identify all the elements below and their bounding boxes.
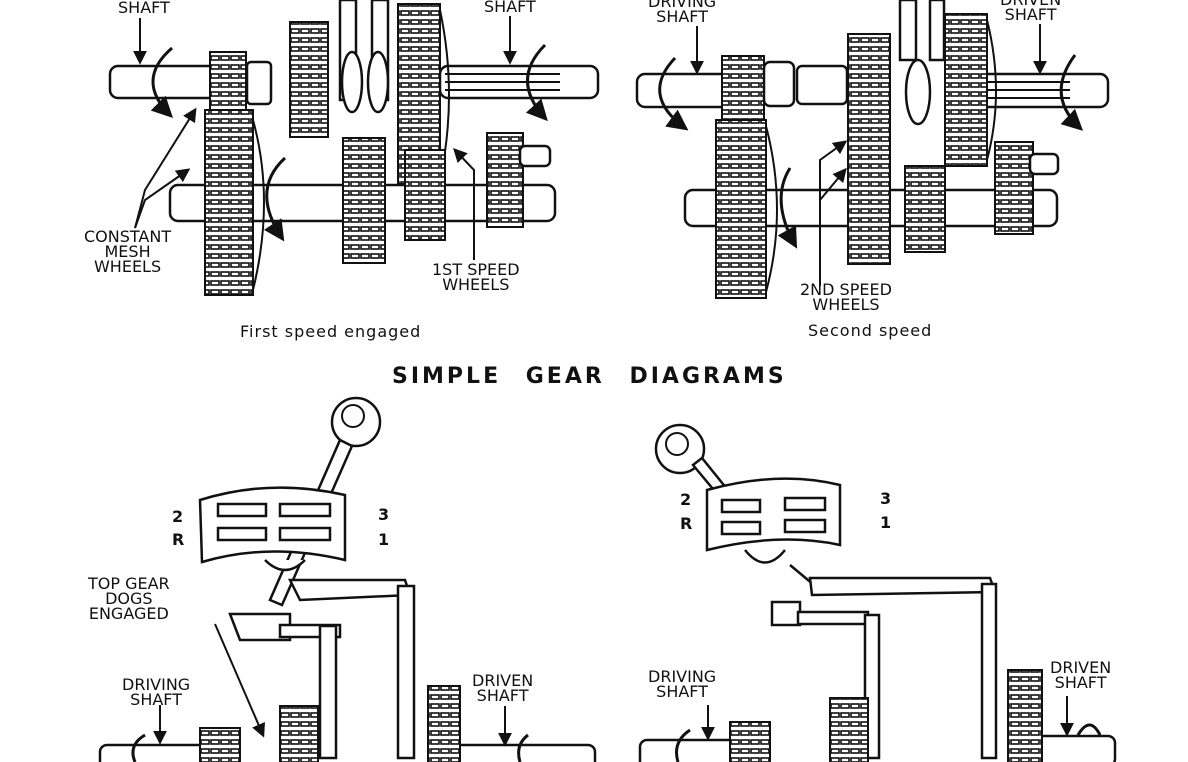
- constant-mesh-gear: [199, 727, 241, 762]
- driving-shaft: [98, 743, 212, 762]
- gate-label-1: 1: [378, 530, 390, 549]
- selector-rod-2: [980, 582, 998, 760]
- reverse-diagram: [638, 423, 1117, 762]
- driven-shaft-label: DRIVEN SHAFT: [472, 671, 534, 705]
- constant-mesh-gear-bottom: [715, 119, 767, 299]
- driven-shaft-label: SHAFT: [484, 0, 536, 16]
- driving-shaft-label: DRIVING SHAFT: [122, 675, 191, 709]
- driving-shaft: [638, 738, 742, 762]
- driving-shaft-label: SHAFT: [118, 0, 170, 17]
- second-gear-main: [279, 705, 319, 762]
- second-gear-main: [847, 33, 891, 265]
- reverse-gear: [994, 141, 1034, 235]
- first-speed-caption: First speed engaged: [240, 322, 422, 341]
- second-speed-caption: Second speed: [808, 321, 933, 340]
- gate-label-r: R: [680, 514, 693, 533]
- constant-mesh-wheels-label: CONSTANT MESH WHEELS: [84, 227, 172, 276]
- gate-label-3: 3: [880, 489, 892, 508]
- driven-gear: [427, 685, 461, 762]
- selector-fork-1: [898, 0, 918, 62]
- dog-clutch: [245, 60, 273, 106]
- driving-shaft-label: DRIVING SHAFT: [648, 667, 717, 701]
- second-gear-main: [829, 697, 869, 762]
- selector-fork-2: [928, 0, 946, 62]
- gate-label-1: 1: [880, 513, 892, 532]
- driven-gear: [1007, 669, 1043, 762]
- constant-mesh-gear: [729, 721, 771, 762]
- second-gear-lay: [342, 137, 386, 264]
- first-speed-diagram: [108, 0, 600, 296]
- second-speed-wheels-label: 2ND SPEED WHEELS: [800, 280, 892, 314]
- selector-rod-2: [396, 584, 416, 760]
- gear-gate: [198, 486, 347, 564]
- first-gear-lay: [404, 149, 446, 241]
- top-gear-diagram: [98, 396, 597, 762]
- second-speed-diagram: [635, 0, 1110, 299]
- gate-label-3: 3: [378, 505, 390, 524]
- reverse-gear: [486, 132, 524, 228]
- gate-label-2: 2: [172, 507, 184, 526]
- driven-shaft-label: DRIVEN SHAFT: [1000, 0, 1061, 24]
- second-gear-main: [289, 21, 329, 138]
- gate-label-r: R: [172, 530, 185, 549]
- constant-mesh-gear-bottom: [204, 109, 254, 296]
- gear-gate: [705, 477, 842, 552]
- page-title: SIMPLE GEAR DIAGRAMS: [392, 364, 787, 389]
- constant-mesh-gear-top: [721, 55, 765, 127]
- selector-rod-1: [796, 610, 870, 626]
- driven-shaft-label: DRIVEN SHAFT: [1050, 658, 1112, 692]
- top-gear-dogs-label: TOP GEAR DOGS ENGAGED: [88, 574, 170, 623]
- first-gear-lay: [904, 165, 946, 253]
- first-speed-wheels-label: 1ST SPEED WHEELS: [432, 260, 520, 294]
- gate-label-2: 2: [680, 490, 692, 509]
- third-gear-main: [944, 13, 988, 167]
- driving-shaft-label: DRIVING SHAFT: [648, 0, 717, 26]
